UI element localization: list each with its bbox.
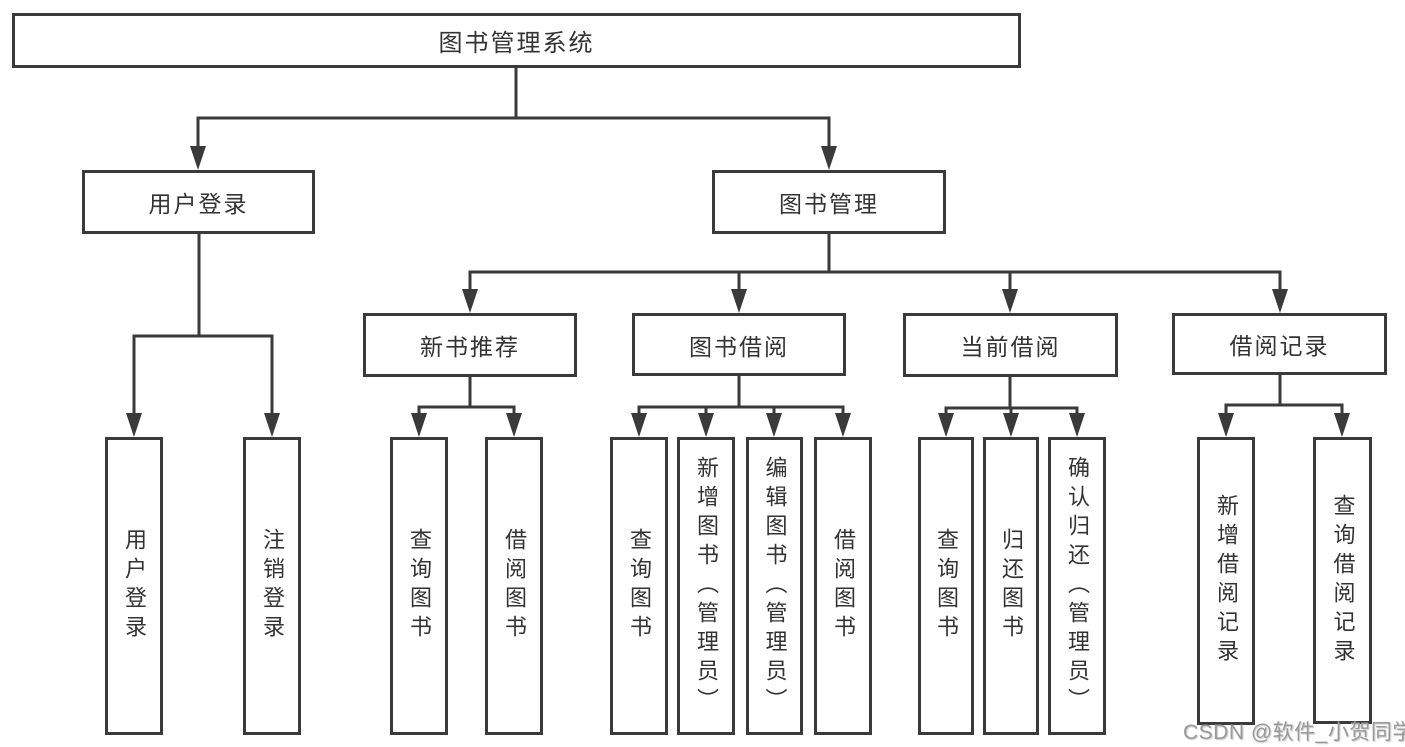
arrowhead-icon [506, 413, 522, 437]
node-leaf-edit-books: 编辑图书（管理员） [746, 437, 803, 735]
node-leaf-query-books-1: 查询图书 [390, 437, 448, 735]
node-leaf-query-record: 查询借阅记录 [1313, 437, 1372, 724]
arrowhead-icon [1272, 289, 1288, 313]
node-book-borrow: 图书借阅 [632, 313, 846, 376]
arrowhead-icon [126, 413, 142, 437]
watermark: CSDN @软件_小贺同学 [1183, 721, 1405, 744]
node-leaf-add-books: 新增图书（管理员） [677, 437, 735, 735]
arrowhead-icon [1218, 413, 1234, 437]
node-leaf-borrow-books-1: 借阅图书 [485, 437, 543, 735]
arrowhead-icon [1003, 413, 1019, 437]
node-leaf-add-record: 新增借阅记录 [1197, 437, 1255, 725]
arrowhead-icon [821, 146, 837, 170]
arrowhead-icon [698, 413, 714, 437]
node-leaf-query-books-3: 查询图书 [918, 437, 974, 735]
arrowhead-icon [1002, 289, 1018, 313]
arrowhead-icon [938, 413, 954, 437]
node-leaf-user-login: 用户登录 [105, 437, 163, 735]
arrowhead-icon [264, 413, 280, 437]
node-system: 图书管理系统 [12, 13, 1021, 68]
arrowhead-icon [462, 289, 478, 313]
node-new-book-rec: 新书推荐 [363, 313, 577, 377]
arrowhead-icon [731, 289, 747, 313]
node-leaf-query-books-2: 查询图书 [610, 437, 668, 735]
arrowhead-icon [1069, 413, 1085, 437]
node-leaf-borrow-books-2: 借阅图书 [814, 437, 872, 735]
arrowhead-icon [835, 413, 851, 437]
node-leaf-logout: 注销登录 [243, 437, 301, 735]
arrowhead-icon [190, 146, 206, 170]
node-borrow-records: 借阅记录 [1172, 313, 1387, 375]
node-leaf-confirm-return: 确认归还（管理员） [1048, 437, 1106, 735]
node-book-mgmt: 图书管理 [712, 170, 946, 234]
node-current-borrow: 当前借阅 [903, 313, 1118, 377]
arrowhead-icon [1334, 413, 1350, 437]
arrowhead-icon [766, 413, 782, 437]
arrowhead-icon [631, 413, 647, 437]
arrowhead-icon [411, 413, 427, 437]
node-leaf-return-books: 归还图书 [983, 437, 1039, 735]
node-user-login-branch: 用户登录 [82, 170, 315, 234]
